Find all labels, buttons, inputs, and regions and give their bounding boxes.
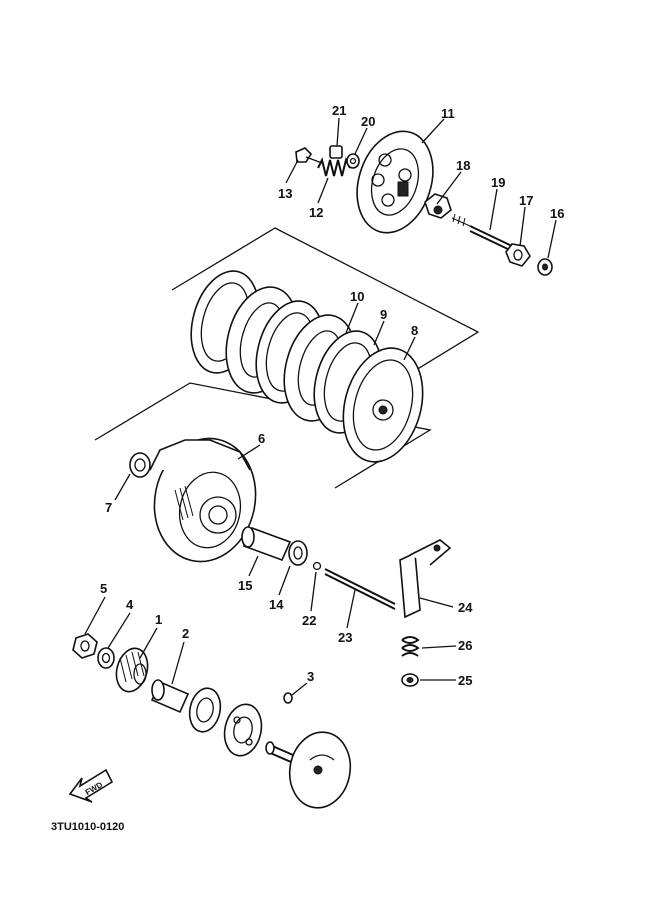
woodruff-key: [283, 692, 293, 704]
callout-19: 19: [491, 175, 505, 190]
clutch-housing: [149, 437, 257, 563]
push-rod-long: [324, 568, 396, 610]
callout-11: 11: [441, 106, 455, 121]
nut: [72, 633, 98, 659]
bearing-2: [223, 703, 263, 757]
document-code: 3TU1010-0120: [51, 821, 124, 833]
washer-4: [97, 647, 115, 669]
callout-16: 16: [550, 206, 564, 221]
callout-26: 26: [458, 638, 472, 653]
return-spring: [401, 636, 420, 657]
push-rod-short: [451, 213, 513, 252]
callout-17: 17: [519, 193, 533, 208]
washer-14: [288, 540, 308, 566]
callout-9: 9: [380, 307, 387, 322]
clutch-spring: [317, 157, 351, 177]
fwd-arrow: FWD: [68, 768, 114, 803]
callout-labels: 21 20 11 13 12 18 19 17 16 10 9 8 6 7 15…: [100, 103, 564, 688]
callout-2: 2: [182, 626, 189, 641]
lock-nut: [505, 243, 531, 267]
spring-retainer: [329, 145, 360, 169]
callout-20: 20: [361, 114, 375, 129]
spacer: [150, 679, 190, 714]
washer-small: [537, 258, 553, 276]
clutch-boss: [342, 347, 424, 463]
callout-14: 14: [269, 597, 284, 612]
callout-22: 22: [302, 613, 316, 628]
ball: [312, 561, 322, 571]
callout-25: 25: [458, 673, 472, 688]
leader-lines: [84, 117, 557, 696]
callout-8: 8: [411, 323, 418, 338]
callout-4: 4: [126, 597, 134, 612]
callout-3: 3: [307, 669, 314, 684]
oil-seal: [401, 673, 419, 687]
pressure-plate: [356, 130, 434, 234]
callout-23: 23: [338, 630, 352, 645]
thrust-washer: [129, 452, 151, 478]
callout-21: 21: [332, 103, 346, 118]
callout-18: 18: [456, 158, 470, 173]
callout-24: 24: [458, 600, 473, 615]
upper-assembly-box: [171, 227, 480, 396]
primary-drive-gear: [115, 647, 149, 693]
callout-6: 6: [258, 431, 265, 446]
push-lever-shaft: [399, 539, 452, 619]
clutch-bolt: [295, 147, 323, 164]
callout-10: 10: [350, 289, 364, 304]
callout-12: 12: [309, 205, 323, 220]
callout-7: 7: [105, 500, 112, 515]
bearing-1: [188, 687, 222, 733]
callout-5: 5: [100, 581, 107, 596]
callout-13: 13: [278, 186, 292, 201]
crankshaft: [265, 731, 352, 809]
callout-15: 15: [238, 578, 252, 593]
callout-1: 1: [155, 612, 162, 627]
push-rod-end: [424, 193, 452, 219]
bushing: [241, 526, 292, 562]
